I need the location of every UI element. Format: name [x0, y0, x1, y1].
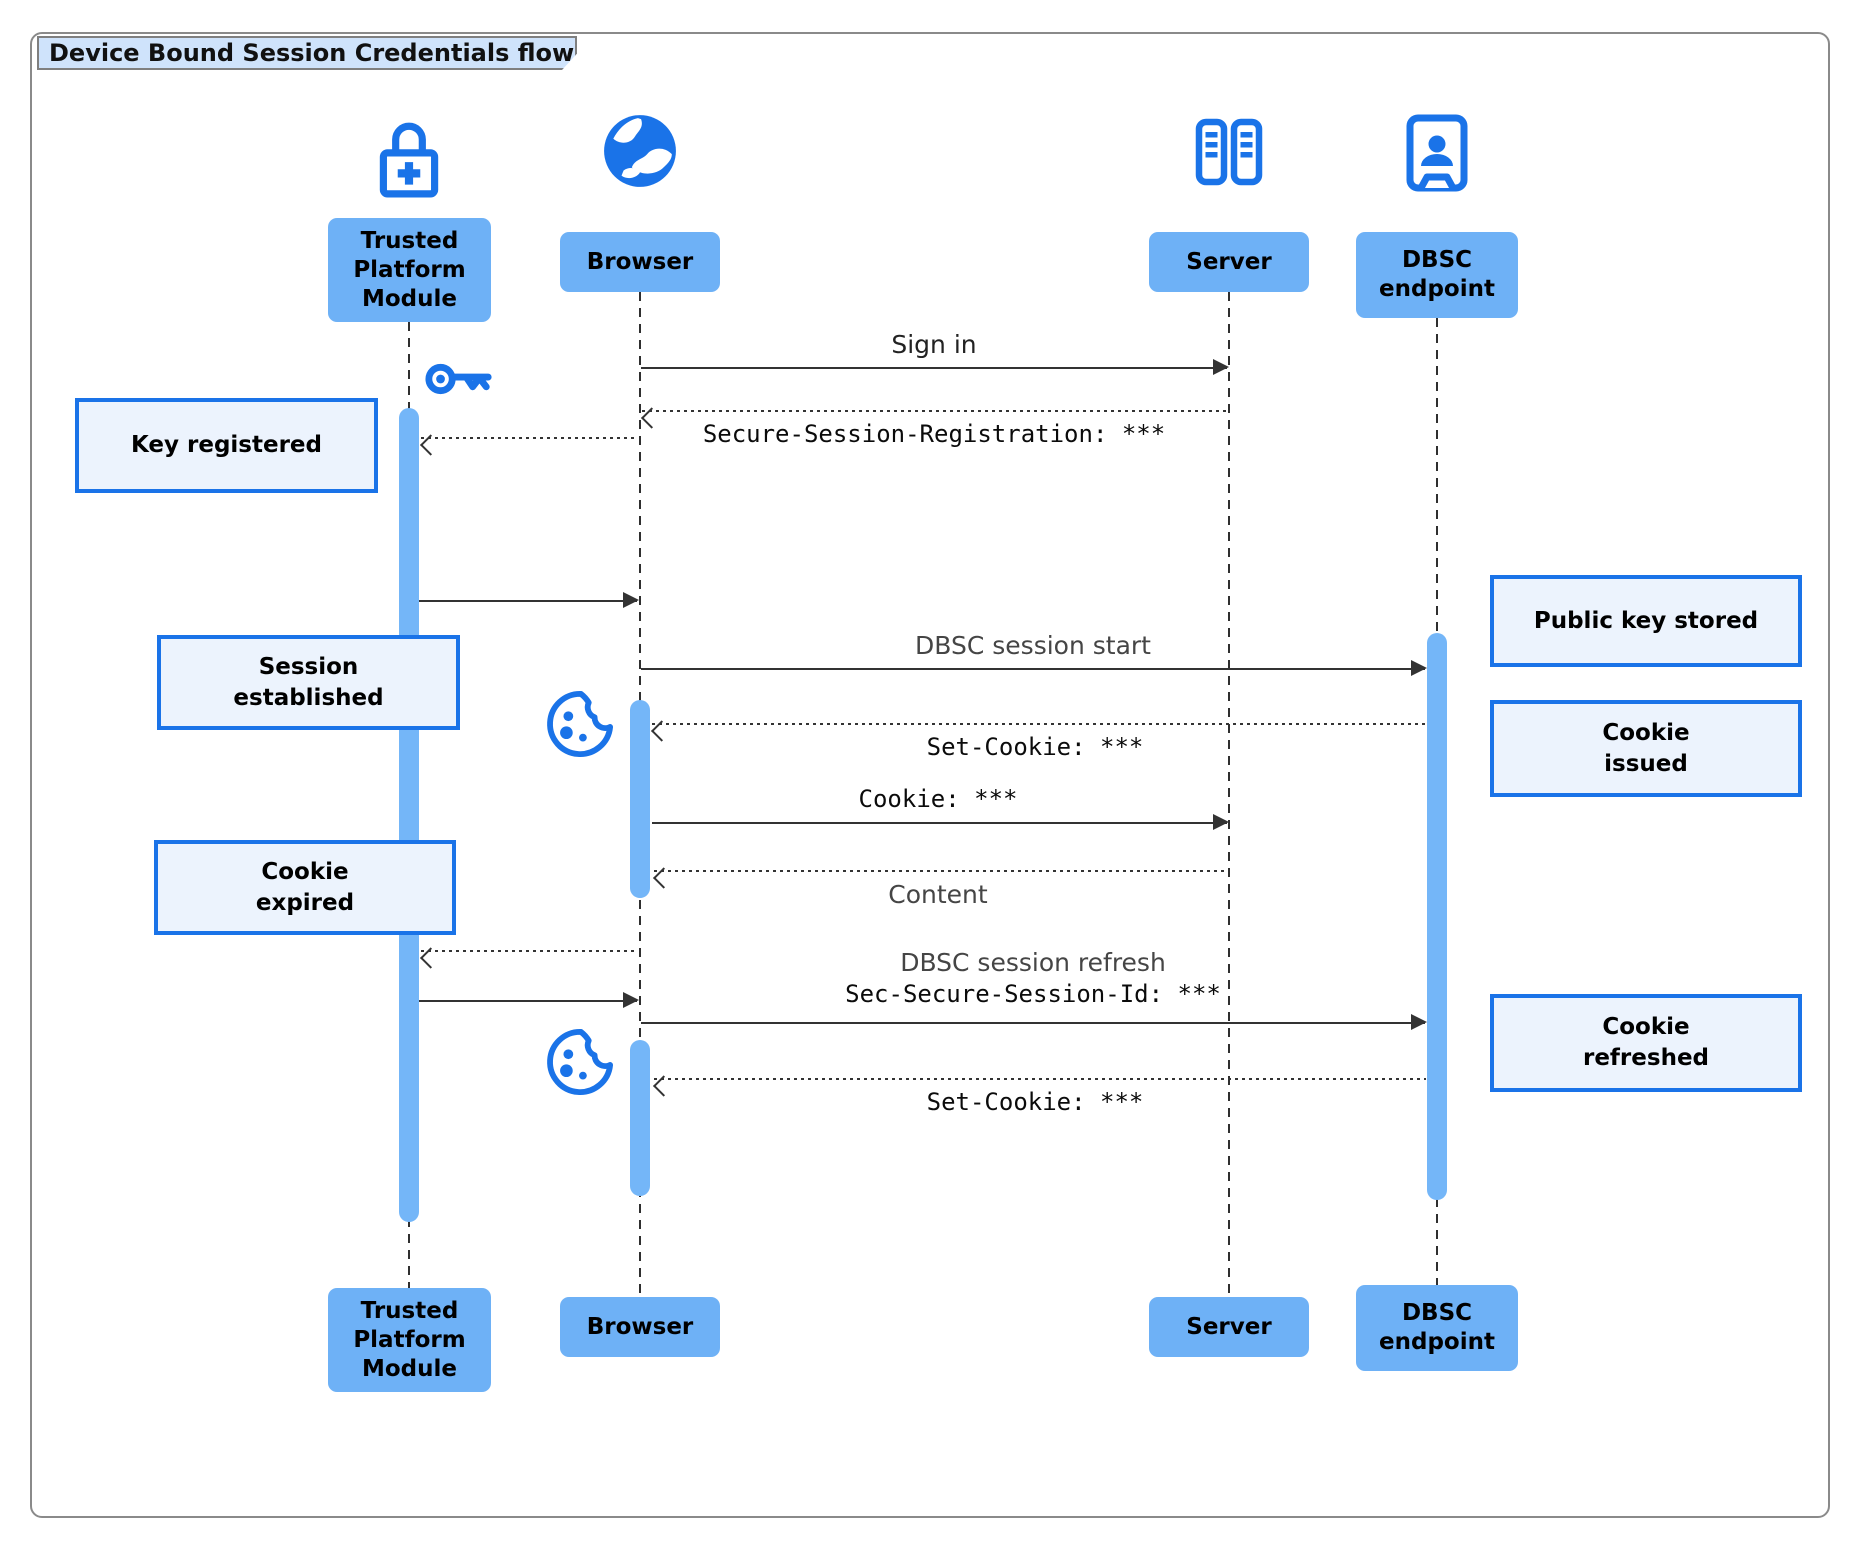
participant-box-server-top: Server: [1149, 232, 1309, 292]
message-arrow-sign-in: [641, 359, 1229, 375]
key-icon: [424, 352, 496, 410]
arrowhead-icon: [1411, 1014, 1427, 1030]
activation-bar-browser-1: [630, 700, 650, 898]
message-arrow-dbsc-session-start: [641, 660, 1427, 676]
globe-icon: [601, 112, 679, 194]
message-label-dbsc-session-start: DBSC session start: [915, 631, 1151, 660]
participant-box-tpm-bottom: Trusted Platform Module: [328, 1288, 491, 1392]
activation-bar-tpm: [399, 408, 419, 1222]
participant-box-browser-top: Browser: [560, 232, 720, 292]
activation-bar-browser-2: [630, 1040, 650, 1196]
arrowhead-icon: [623, 992, 639, 1008]
participant-box-server-bottom: Server: [1149, 1297, 1309, 1357]
message-sublabel-sec-secure-session-id: Sec-Secure-Session-Id: ***: [845, 980, 1221, 1008]
message-arrow-cookie: [652, 814, 1229, 830]
participant-box-tpm-top: Trusted Platform Module: [328, 218, 491, 322]
message-label-set-cookie-1: Set-Cookie: ***: [926, 733, 1144, 761]
note-cookie-issued: Cookie issued: [1490, 700, 1802, 797]
activation-bar-dbsc: [1427, 633, 1447, 1200]
cookie-icon: [546, 1028, 614, 1100]
note-public-key-stored: Public key stored: [1490, 575, 1802, 667]
note-cookie-refreshed: Cookie refreshed: [1490, 994, 1802, 1092]
message-arrow-tpm-to-browser-1: [419, 592, 639, 608]
message-label-secure-session-registration: Secure-Session-Registration: ***: [702, 420, 1166, 448]
message-label-cookie: Cookie: ***: [858, 785, 1018, 813]
message-label-dbsc-session-refresh: DBSC session refresh: [900, 948, 1166, 977]
message-arrow-set-cookie-1: [651, 720, 1426, 742]
lock-plus-icon: [376, 116, 442, 204]
arrowhead-icon: [1411, 660, 1427, 676]
arrowhead-icon: [623, 592, 639, 608]
message-arrow-tpm-to-browser-2: [419, 992, 639, 1008]
participant-box-dbsc-top: DBSC endpoint: [1356, 232, 1518, 318]
arrowhead-icon: [1213, 814, 1229, 830]
arrowhead-icon: [1213, 359, 1229, 375]
message-arrow-secure-session-registration: [641, 407, 1228, 429]
message-arrow-set-cookie-2: [653, 1075, 1426, 1097]
note-key-registered: Key registered: [75, 398, 378, 493]
message-label-set-cookie-2: Set-Cookie: ***: [926, 1088, 1144, 1116]
message-arrow-dbsc-session-refresh: [641, 1014, 1427, 1030]
cookie-icon: [546, 690, 614, 762]
message-arrow-content: [653, 867, 1228, 889]
lifeline-server: [1228, 292, 1230, 1297]
message-label-sign-in: Sign in: [891, 330, 977, 359]
message-arrow-browser-to-tpm-1: [420, 434, 638, 456]
message-label-content: Content: [888, 880, 988, 909]
participant-box-browser-bottom: Browser: [560, 1297, 720, 1357]
server-rack-icon: [1194, 118, 1264, 192]
diagram-title: Device Bound Session Credentials flow: [37, 36, 577, 70]
id-badge-icon: [1405, 114, 1469, 198]
note-cookie-expired: Cookie expired: [154, 840, 456, 935]
participant-box-dbsc-bottom: DBSC endpoint: [1356, 1285, 1518, 1371]
note-session-established: Session established: [157, 635, 460, 730]
message-arrow-browser-to-tpm-2: [420, 947, 638, 969]
